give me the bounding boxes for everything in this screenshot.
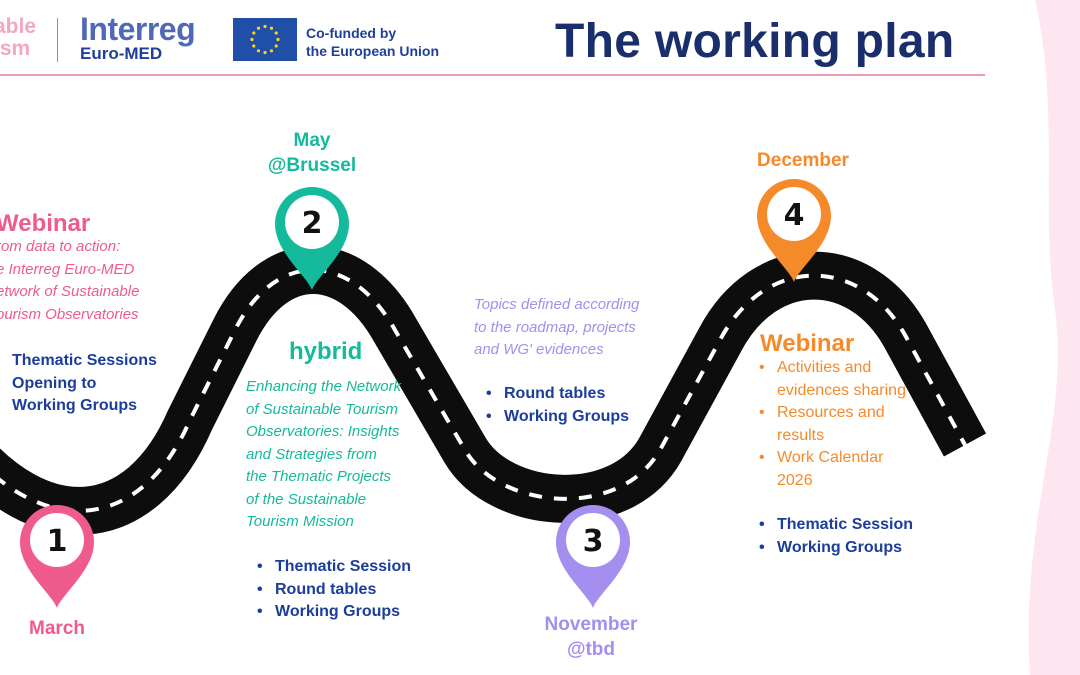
title-divider xyxy=(0,74,985,76)
cofunded-label: Co-funded by the European Union xyxy=(306,25,439,59)
stop-1-bullets: Thematic Sessions Opening to Working Gro… xyxy=(0,350,157,418)
stop-1-heading: Webinar xyxy=(0,210,91,237)
list-item: Round tables xyxy=(486,383,629,406)
euromed-logo-text: Euro-MED xyxy=(80,44,163,63)
page-title: The working plan xyxy=(555,15,955,68)
list-item: Working Groups xyxy=(486,406,629,429)
brand-partial-logo: able ism xyxy=(0,15,37,60)
pin-3-icon: 3 xyxy=(556,505,630,608)
pin-4-icon: 4 xyxy=(757,179,831,282)
list-item: Working Groups xyxy=(759,537,913,560)
stop-1-date: March xyxy=(29,618,85,639)
pin-1-number: 1 xyxy=(47,524,68,559)
stop-2-date: May @Brussel xyxy=(267,130,357,176)
list-item: Round tables xyxy=(257,579,411,602)
pin-2-number: 2 xyxy=(302,206,323,241)
pin-1-icon: 1 xyxy=(20,505,94,608)
list-item: Thematic Sessions xyxy=(0,350,157,373)
stop-3-date: November @tbd xyxy=(544,614,638,660)
pin-3-number: 3 xyxy=(583,524,604,559)
stop-4-date: December xyxy=(757,150,849,171)
logo-divider xyxy=(57,18,58,62)
interreg-logo-text: Interreg xyxy=(80,11,196,47)
stop-2-description: Enhancing the Network of Sustainable Tou… xyxy=(246,378,402,530)
stop-2-bullets: Thematic Session Round tables Working Gr… xyxy=(257,556,411,624)
list-item: Opening to xyxy=(0,373,157,396)
stop-3-bullets: Round tables Working Groups xyxy=(486,383,629,428)
eu-flag-icon xyxy=(233,18,297,61)
stop-1-description: rom data to action: e Interreg Euro-MED … xyxy=(0,238,140,323)
stop-2-heading: hybrid xyxy=(289,338,363,365)
list-item-continued: Working Groups xyxy=(12,397,138,414)
list-item: Thematic Session xyxy=(759,514,913,537)
list-item: Thematic Session xyxy=(257,556,411,579)
stop-4-bullets: Thematic Session Working Groups xyxy=(759,514,913,559)
road-center-line xyxy=(0,268,967,513)
background-wave xyxy=(1028,0,1080,675)
stop-3-description: Topics defined according to the roadmap,… xyxy=(474,296,640,358)
pin-2-icon: 2 xyxy=(275,187,349,290)
pin-4-number: 4 xyxy=(784,198,805,233)
stop-4-heading: Webinar xyxy=(760,330,855,357)
list-item: Working Groups xyxy=(257,601,411,624)
